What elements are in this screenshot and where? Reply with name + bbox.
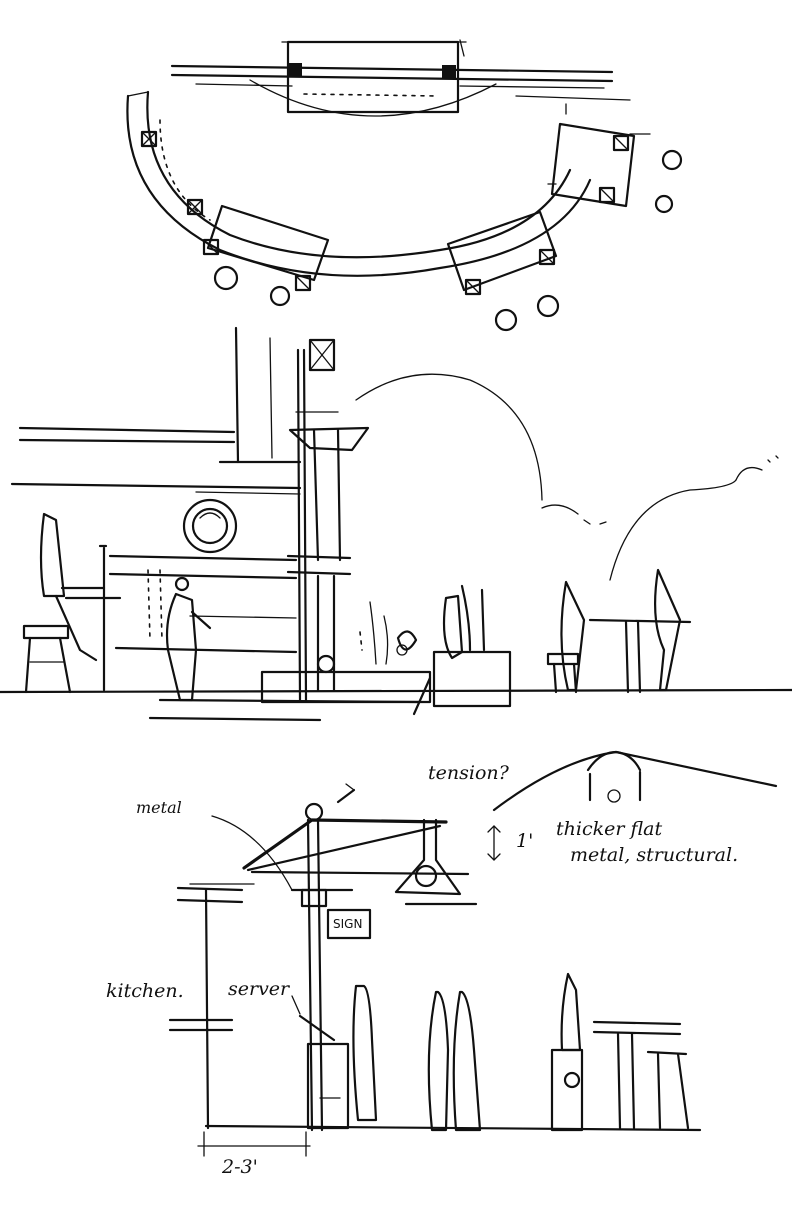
annotation-metal-structural: metal, structural. — [570, 844, 739, 866]
canopy-detail — [168, 750, 778, 1157]
annotation-one-foot: 1' — [516, 830, 534, 852]
annotation-kitchen: kitchen. — [106, 980, 184, 1002]
section-elevation — [0, 326, 792, 722]
sign-label: SIGN — [333, 917, 363, 931]
annotation-server: server — [228, 978, 290, 1000]
annotation-metal: metal — [136, 798, 182, 817]
annotation-dimension: 2-3' — [222, 1156, 258, 1178]
plan-view — [126, 39, 683, 332]
annotation-tension: tension? — [428, 762, 509, 784]
annotation-thicker-flat: thicker flat — [556, 818, 663, 840]
